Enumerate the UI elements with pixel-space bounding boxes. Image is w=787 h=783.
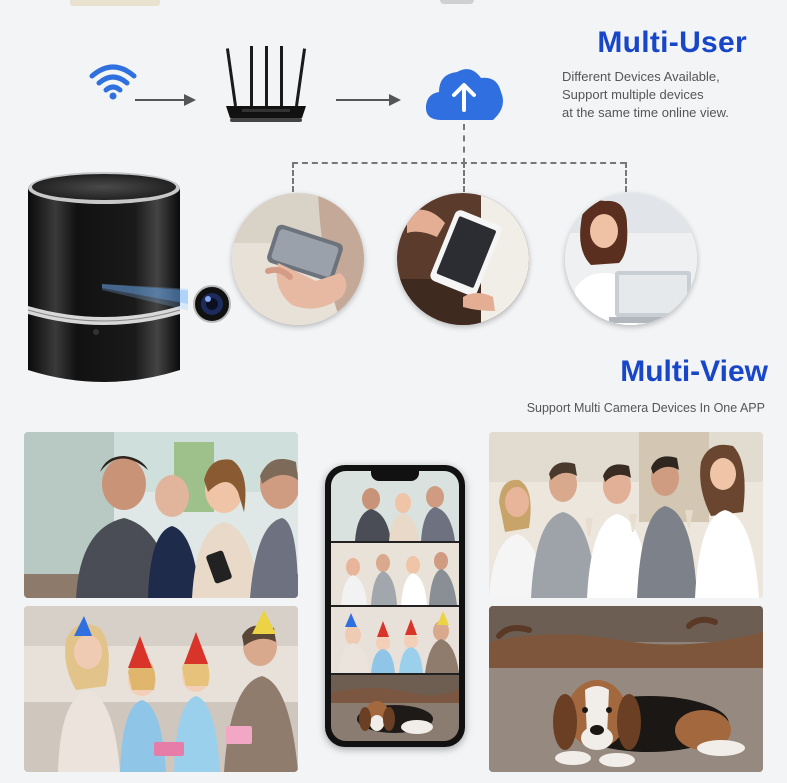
phone-screen <box>331 471 459 741</box>
camera-feed-toast <box>489 432 763 598</box>
cloud-upload-icon <box>425 69 503 120</box>
multi-user-desc-line1: Different Devices Available, <box>562 69 720 84</box>
circle-tablet-user <box>397 193 529 325</box>
phone-notch <box>371 471 419 481</box>
smartphone-multiview <box>325 465 465 747</box>
multi-view-title: Multi-View <box>620 355 768 388</box>
flow-arrow-1 <box>135 99 185 101</box>
multi-user-description: Different Devices Available, Support mul… <box>562 68 782 122</box>
router-icon <box>225 46 307 122</box>
wifi-icon <box>89 64 137 100</box>
connector-center-drop <box>463 162 465 192</box>
multi-user-title: Multi-User <box>597 26 747 59</box>
spy-camera-speaker <box>27 172 188 382</box>
camera-feed-kids-party <box>24 606 298 772</box>
circle-smartphone-user <box>232 193 364 325</box>
camera-feed-dog <box>489 606 763 772</box>
smartphone <box>232 193 364 325</box>
circle-laptop-user <box>565 193 697 325</box>
connector-vertical-main <box>463 124 465 164</box>
multi-view-description: Support Multi Camera Devices In One APP <box>526 401 765 415</box>
camera-lens-icon <box>193 285 231 323</box>
flow-arrow-2 <box>336 99 390 101</box>
phone-screen-grid <box>331 471 459 741</box>
top-logo-remnant <box>70 0 160 6</box>
multi-user-desc-line2: Support multiple devices <box>562 87 704 102</box>
multi-user-desc-line3: at the same time online view. <box>562 105 729 120</box>
flow-arrow-2-head <box>389 94 401 106</box>
connector-left-drop <box>292 162 294 192</box>
laptop <box>565 193 697 325</box>
connector-horizontal <box>292 162 626 164</box>
tablet <box>397 193 529 325</box>
camera-feed-friends-cafe <box>24 432 298 598</box>
flow-arrow-1-head <box>184 94 196 106</box>
connector-right-drop <box>625 162 627 192</box>
top-center-remnant <box>440 0 474 4</box>
